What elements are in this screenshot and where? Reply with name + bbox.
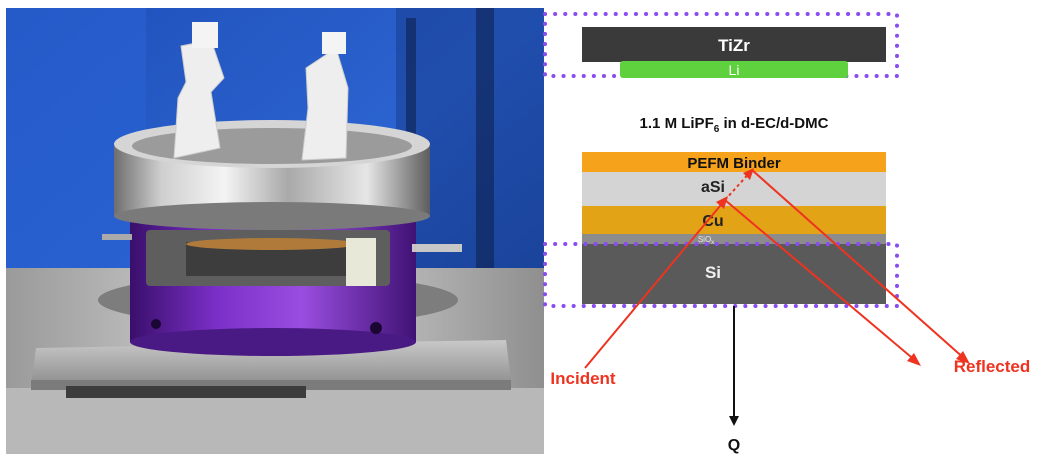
sio-layer xyxy=(582,234,886,244)
li-layer xyxy=(620,61,848,78)
tizr-layer xyxy=(582,27,886,62)
reflected-arrowhead-2 xyxy=(907,353,921,366)
q-label: Q xyxy=(728,437,740,454)
si-label: Si xyxy=(705,263,721,282)
asi-label: aSi xyxy=(701,179,725,196)
incident-beam xyxy=(584,199,726,369)
lower-dotted-box xyxy=(543,242,899,308)
cell-photo-drawing xyxy=(6,8,544,454)
sio-label: SiOx xyxy=(698,235,714,246)
incident-beam-continued xyxy=(724,169,753,201)
upper-dotted-box xyxy=(543,12,899,78)
li-label: Li xyxy=(729,62,740,78)
cell-photo xyxy=(6,8,544,454)
electrolyte-label: 1.1 M LiPF6 in d-EC/d-DMC xyxy=(640,115,829,135)
cu-label: Cu xyxy=(702,213,723,230)
incident-arrowhead-top xyxy=(743,168,754,180)
reflected-beam-1 xyxy=(751,169,967,361)
tizr-label: TiZr xyxy=(718,36,750,55)
cu-layer xyxy=(582,206,886,234)
binder-layer xyxy=(582,152,886,172)
reflected-beam-2 xyxy=(724,199,918,363)
binder-label: PEFM Binder xyxy=(687,155,781,172)
reflected-label: Reflected xyxy=(954,357,1031,376)
incident-label: Incident xyxy=(550,369,616,388)
reflected-arrowhead-1 xyxy=(956,351,970,364)
q-arrowhead xyxy=(729,416,739,426)
si-substrate xyxy=(582,244,886,304)
